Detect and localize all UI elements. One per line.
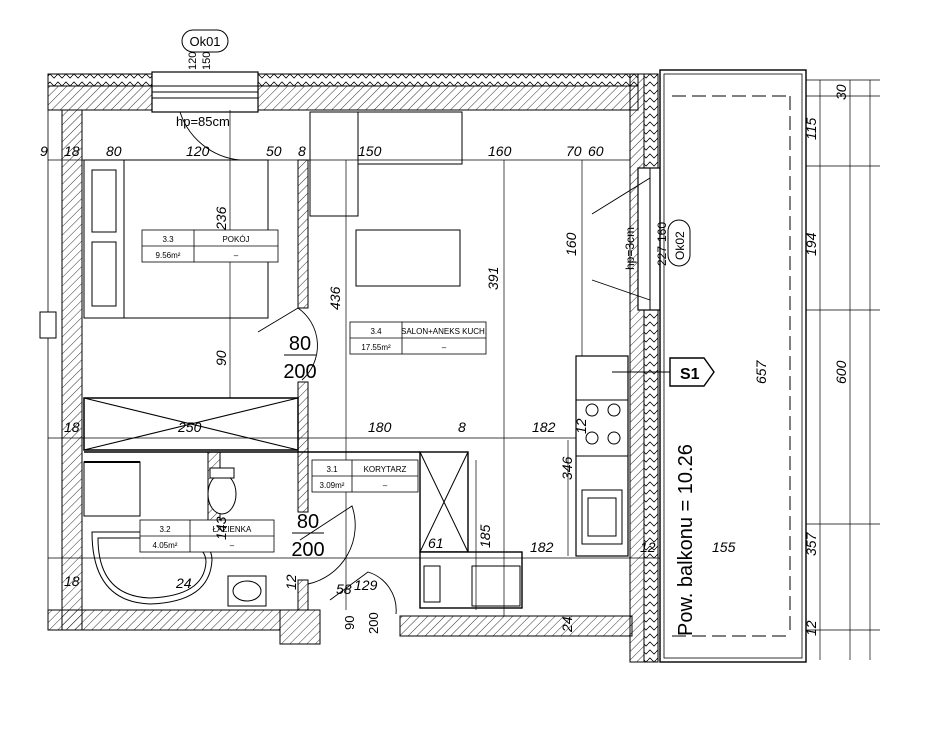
svg-text:80: 80 bbox=[297, 511, 319, 533]
svg-text:–: – bbox=[383, 481, 388, 490]
door-label-3: 90 200 bbox=[342, 612, 381, 634]
dim-185: 185 bbox=[477, 524, 493, 548]
dim-61: 61 bbox=[428, 535, 444, 551]
tag-ok01: Ok01 120 150 hp=85cm bbox=[176, 29, 230, 129]
tag-ok01-dim-a: 120 bbox=[187, 52, 199, 70]
section-marker-s1: S1 bbox=[612, 357, 715, 387]
tag-ok02: Ok02 160 227 hp=3cm bbox=[623, 219, 691, 270]
svg-text:3.4: 3.4 bbox=[370, 327, 382, 336]
tag-ok02-text: Ok02 bbox=[673, 231, 687, 260]
section-marker-text: S1 bbox=[680, 366, 700, 383]
dim-top-4: 50 bbox=[266, 143, 282, 159]
dim-8: 8 bbox=[458, 419, 466, 435]
dim-top-9: 60 bbox=[588, 143, 604, 159]
svg-text:–: – bbox=[442, 343, 447, 352]
dim-18a: 18 bbox=[64, 419, 80, 435]
dim-115: 115 bbox=[803, 117, 819, 140]
svg-text:–: – bbox=[234, 251, 239, 260]
dim-250: 250 bbox=[177, 419, 202, 435]
svg-text:SALON+ANEKS KUCH.: SALON+ANEKS KUCH. bbox=[401, 327, 487, 336]
left-wall bbox=[39, 109, 83, 631]
dim-180: 180 bbox=[368, 419, 392, 435]
dim-30: 30 bbox=[833, 84, 849, 100]
dim-top-8: 70 bbox=[566, 143, 582, 159]
dim-436: 436 bbox=[327, 286, 343, 310]
dim-top-0: 9 bbox=[40, 143, 48, 159]
bottom-wall bbox=[47, 609, 633, 645]
tag-ok01-dim-b: 150 bbox=[201, 52, 213, 70]
door-swings bbox=[179, 111, 651, 615]
svg-text:90: 90 bbox=[342, 616, 357, 630]
tag-ok02-sill: hp=3cm bbox=[623, 227, 637, 270]
svg-text:9.56m²: 9.56m² bbox=[156, 251, 181, 260]
dim-160: 160 bbox=[563, 232, 579, 256]
svg-text:KORYTARZ: KORYTARZ bbox=[364, 465, 407, 474]
top-wall bbox=[47, 71, 639, 113]
dim-12d: 12 bbox=[803, 620, 819, 636]
dim-24b: 24 bbox=[559, 616, 575, 633]
room-label-3-2: 3.2 ŁAZIENKA 4.05m² – bbox=[139, 519, 275, 553]
right-wall bbox=[629, 73, 663, 663]
dim-12c: 12 bbox=[640, 539, 656, 555]
dim-129: 129 bbox=[354, 577, 378, 593]
dim-top-7: 160 bbox=[488, 143, 512, 159]
svg-text:3.1: 3.1 bbox=[326, 465, 338, 474]
room-label-3-1: 3.1 KORYTARZ 3.09m² – bbox=[311, 459, 419, 493]
dim-600: 600 bbox=[833, 360, 849, 384]
dim-391: 391 bbox=[485, 267, 501, 290]
dim-12b: 12 bbox=[283, 574, 299, 590]
dim-top-3: 120 bbox=[186, 143, 210, 159]
dim-357: 357 bbox=[803, 531, 819, 556]
svg-text:200: 200 bbox=[291, 539, 324, 561]
dim-90: 90 bbox=[213, 350, 229, 366]
dimension-texts: 9 18 80 120 50 8 150 160 70 60 236 90 43… bbox=[40, 84, 849, 636]
svg-text:200: 200 bbox=[283, 361, 316, 383]
dim-top-6: 150 bbox=[358, 143, 382, 159]
room-label-3-4: 3.4 SALON+ANEKS KUCH. 17.55m² – bbox=[349, 321, 487, 355]
balcony-area: Pow. balkonu = 10.26 bbox=[675, 444, 697, 636]
room-label-3-3: 3.3 POKÓJ 9.56m² – bbox=[141, 229, 279, 263]
svg-text:17.55m²: 17.55m² bbox=[361, 343, 391, 352]
dim-top-1: 18 bbox=[64, 143, 80, 159]
door-label-1: 80 200 bbox=[283, 333, 316, 383]
svg-text:–: – bbox=[230, 541, 235, 550]
svg-text:4.05m²: 4.05m² bbox=[153, 541, 178, 550]
interior-walls bbox=[83, 111, 629, 611]
svg-text:80: 80 bbox=[289, 333, 311, 355]
tag-ok01-sill: hp=85cm bbox=[176, 114, 230, 129]
dim-182b: 182 bbox=[530, 539, 554, 555]
dim-24: 24 bbox=[175, 575, 192, 591]
svg-text:200: 200 bbox=[366, 612, 381, 634]
dim-194: 194 bbox=[803, 232, 819, 256]
dim-182a: 182 bbox=[532, 419, 556, 435]
dim-143: 143 bbox=[213, 516, 229, 540]
svg-text:3.09m²: 3.09m² bbox=[320, 481, 345, 490]
dim-top-5: 8 bbox=[298, 143, 306, 159]
tag-ok01-text: Ok01 bbox=[189, 34, 220, 49]
dim-18b: 18 bbox=[64, 573, 80, 589]
dim-346: 346 bbox=[559, 456, 575, 480]
dim-top-2: 80 bbox=[106, 143, 122, 159]
svg-text:POKÓJ: POKÓJ bbox=[222, 235, 249, 244]
svg-text:3.3: 3.3 bbox=[162, 235, 174, 244]
tag-ok02-dim-a: 160 bbox=[655, 222, 669, 242]
door-label-2: 80 200 bbox=[291, 511, 324, 561]
dim-12: 12 bbox=[573, 418, 589, 434]
dim-657: 657 bbox=[753, 359, 769, 384]
tag-ok02-dim-b: 227 bbox=[655, 246, 669, 266]
dim-58: 58 bbox=[336, 581, 352, 597]
svg-text:ŁAZIENKA: ŁAZIENKA bbox=[213, 525, 252, 534]
dim-236: 236 bbox=[213, 206, 229, 231]
svg-text:3.2: 3.2 bbox=[159, 525, 171, 534]
dim-155: 155 bbox=[712, 539, 736, 555]
